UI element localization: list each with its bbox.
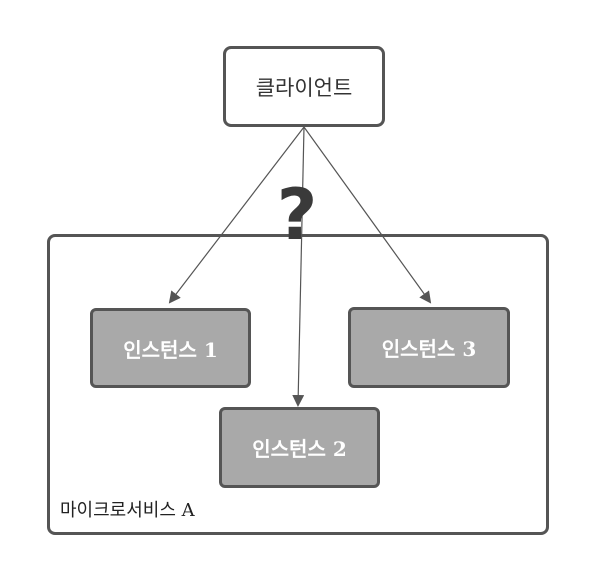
client-label: 클라이언트 <box>255 75 353 100</box>
arrow-to-instance-2 <box>292 126 305 407</box>
instance-3-label: 인스턴스 3 <box>381 337 477 361</box>
instance-3-node: 인스턴스 3 <box>348 307 510 388</box>
instance-2-node: 인스턴스 2 <box>219 407 380 488</box>
microservice-a-label: 마이크로서비스 A <box>60 500 195 521</box>
arrow-to-instance-1 <box>168 126 305 304</box>
instance-2-label: 인스턴스 2 <box>252 437 347 461</box>
instance-1-label: 인스턴스 1 <box>123 337 218 362</box>
client-node: 클라이언트 <box>223 46 385 127</box>
instance-1-node: 인스턴스 1 <box>90 308 251 388</box>
arrow-to-instance-3 <box>303 126 432 304</box>
question-mark-icon: ? <box>276 174 318 256</box>
